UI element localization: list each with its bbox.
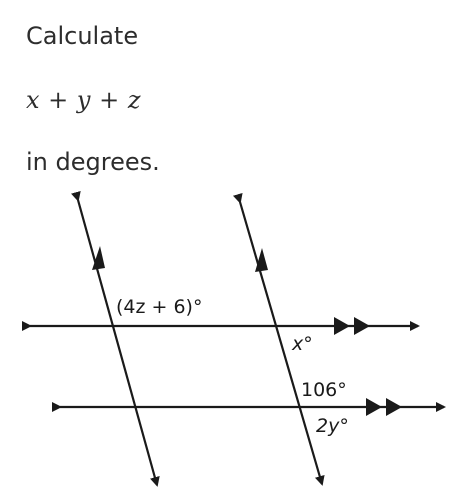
parallel-mark-icon [366, 398, 382, 416]
right-transversal-line [232, 192, 325, 486]
angle-label-106: 106° [301, 379, 347, 401]
parallel-mark-icon [334, 317, 350, 335]
question-intro: Calculate [26, 22, 139, 50]
lower-parallel-line [52, 398, 446, 416]
question-unit: in degrees. [26, 148, 160, 176]
math-expression: x + y + z [26, 86, 141, 114]
parallel-mark-icon [386, 398, 402, 416]
angle-label-2y: 2y° [316, 415, 349, 437]
parallel-mark-icon [92, 246, 105, 270]
left-transversal-line [71, 190, 160, 487]
angle-label-4z-plus-6: (4z + 6)° [116, 296, 202, 318]
parallel-mark-icon [255, 248, 268, 272]
upper-parallel-line [22, 317, 420, 335]
angle-label-x: x° [291, 333, 313, 355]
parallel-mark-icon [354, 317, 370, 335]
